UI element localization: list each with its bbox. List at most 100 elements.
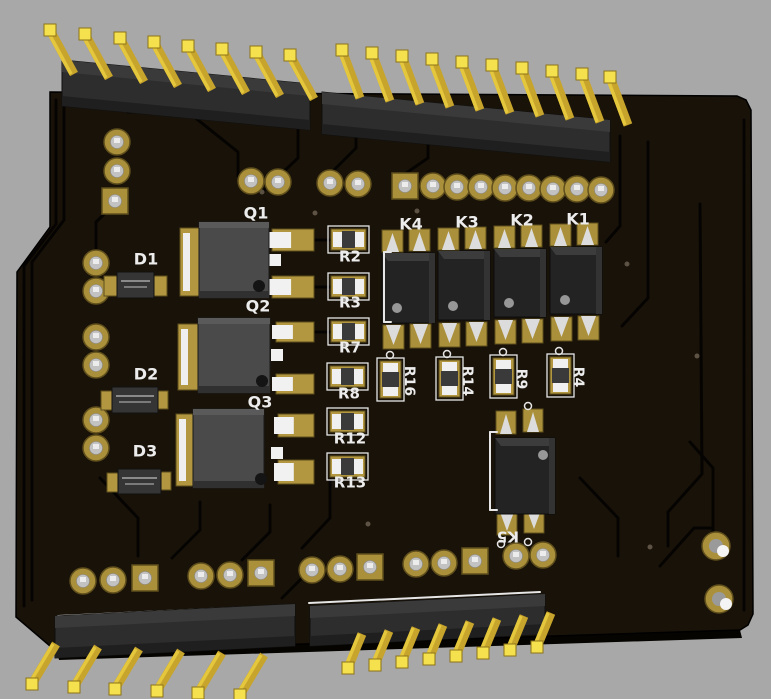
header-pin-highlight: [110, 648, 138, 690]
resistor-R8-cap: [332, 369, 341, 384]
header-pin-tip: [233, 688, 247, 699]
opto-K3-body: [437, 250, 491, 321]
mounting-hole-shine: [720, 598, 732, 610]
opto-K2-body: [493, 248, 547, 318]
header-pin-tip: [476, 646, 490, 660]
board-side-face: [57, 630, 742, 660]
resistor-R2-cap: [333, 232, 342, 247]
header-pin: [153, 648, 185, 694]
mosfet-Q2-lead: [272, 377, 293, 391]
silkscreen-label-R7: R7: [339, 339, 361, 357]
mosfet-Q3-tab-lead: [179, 419, 186, 481]
opto-K1-body-side-facet: [596, 247, 602, 314]
header-pin: [605, 75, 633, 127]
header-pin-tip: [283, 48, 297, 62]
silkscreen-label-D1: D1: [134, 250, 158, 269]
pin-header-bottom-right-top-face: [310, 594, 545, 618]
resistor-R3-cap: [333, 279, 342, 294]
header-pin-tip: [181, 39, 195, 53]
mounting-hole-shine: [717, 545, 729, 557]
pad-hole-highlight: [93, 259, 99, 264]
resistor-R13-silk-outline: [326, 452, 369, 481]
header-pin-highlight: [69, 646, 97, 688]
header-pin-highlight: [367, 52, 389, 102]
pin-header-bottom-right-shadow-face: [310, 624, 545, 646]
pad-hole-highlight: [112, 197, 118, 202]
header-pin-tip: [108, 682, 122, 696]
header-pin-tip: [147, 35, 161, 49]
pad-hole-highlight: [80, 577, 86, 582]
resistor-R14-body: [441, 371, 458, 386]
resistor-R12-silk-outline: [326, 407, 369, 436]
silkscreen-label-R4: R4: [570, 367, 586, 388]
resistor-R12-body: [341, 413, 354, 430]
header-pin-highlight: [251, 51, 279, 97]
opto-K1-lead: [581, 316, 596, 336]
mosfet-Q2-body-top-bevel: [198, 318, 270, 324]
silkscreen-label-K3: K3: [455, 213, 479, 232]
header-pin: [457, 60, 485, 112]
silkscreen-label-Q3: Q3: [248, 393, 273, 412]
opto-K4-body: [381, 252, 436, 324]
opto-K4-lead: [386, 325, 401, 345]
copper-trace: [170, 500, 202, 560]
header-pin-highlight: [547, 70, 569, 120]
pin-header-top-right-top-face: [322, 92, 610, 132]
silkscreen-dot: [498, 347, 508, 357]
diode-D1-marking: [124, 286, 147, 288]
diode-D2-body: [111, 386, 159, 414]
opto-K2-body-top-facet: [494, 249, 546, 257]
mosfet-Q1-pin1-dot: [253, 280, 265, 292]
copper-trace: [30, 98, 66, 602]
header-pin-tip: [215, 42, 229, 56]
diode-D2-marking: [116, 395, 154, 397]
resistor-R12-cap: [354, 414, 363, 429]
opto-K5-lead: [527, 412, 539, 432]
header-pin-highlight: [577, 73, 599, 123]
header-pin-highlight: [152, 650, 180, 692]
pad-hole-highlight: [198, 572, 204, 577]
mosfet-Q1-lead: [268, 279, 292, 295]
pad-hole-highlight: [355, 180, 361, 185]
pad-hole-highlight: [227, 571, 233, 576]
opto-K3-lead: [442, 231, 455, 250]
header-pin-tip: [191, 686, 205, 699]
header-pin: [517, 66, 545, 118]
pad-hole-highlight: [478, 183, 484, 188]
pad-hole-highlight: [114, 167, 120, 172]
header-pin: [28, 641, 60, 687]
silkscreen-label-R16: R16: [401, 366, 417, 396]
header-pin-tip: [395, 49, 409, 63]
resistor-R7-body: [342, 323, 355, 340]
mosfet-Q3-lead: [274, 417, 294, 434]
header-pin-tip: [78, 27, 92, 41]
via: [694, 353, 700, 359]
resistor-R9-body: [495, 369, 512, 384]
pad-hole-highlight: [472, 557, 478, 562]
pad-hole-highlight: [540, 551, 546, 556]
pad-hole-highlight: [513, 552, 519, 557]
header-pin-tip: [150, 684, 164, 698]
pad-hole-highlight: [93, 361, 99, 366]
header-pin-tip: [425, 52, 439, 66]
opto-K2-lead: [525, 319, 540, 339]
resistor-R13-body: [341, 458, 354, 475]
silkscreen-label-K2: K2: [510, 211, 534, 230]
silkscreen-line: [308, 591, 541, 604]
diode-D3-body: [117, 468, 162, 495]
header-pin: [81, 31, 113, 81]
header-pin-highlight: [487, 64, 509, 114]
header-pin-highlight: [27, 643, 55, 685]
header-pin: [70, 644, 102, 690]
pad-hole-highlight: [413, 560, 419, 565]
pin-header-top-left-shadow-face: [62, 96, 310, 130]
resistor-R3-silk-outline: [327, 272, 370, 301]
via: [365, 521, 371, 527]
silkscreen-dot: [442, 349, 452, 359]
pad-hole-highlight: [526, 184, 532, 189]
opto-K1-body: [549, 246, 603, 315]
resistor-R14-cap: [442, 362, 457, 371]
resistor-R4-cap: [553, 359, 568, 368]
